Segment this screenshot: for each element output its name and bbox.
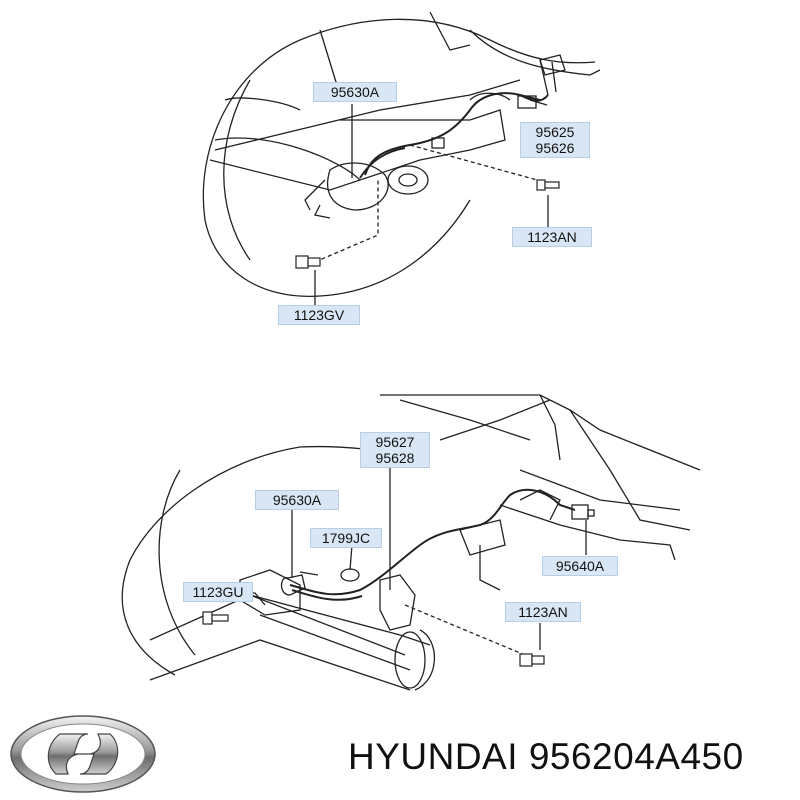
callout-text-line2: 95628 (375, 450, 415, 466)
callout-text-line2: 95626 (535, 140, 575, 156)
callout-95640a: 95640A (542, 556, 618, 576)
callout-text: 1123GV (293, 307, 345, 323)
callout-text: 1123AN (518, 604, 568, 620)
callout-1123an-top: 1123AN (512, 227, 592, 247)
callout-95627-95628: 95627 95628 (360, 432, 430, 468)
callout-1123gu: 1123GU (183, 582, 253, 602)
callout-1123an-bottom: 1123AN (505, 602, 581, 622)
callout-95630a-bottom: 95630A (255, 490, 339, 510)
callout-text: 1799JC (321, 530, 371, 546)
callout-text: 95630A (272, 492, 322, 508)
top-assembly-drawing (202, 11, 601, 306)
callout-text-line1: 95627 (375, 434, 415, 450)
callout-text: 1123AN (527, 229, 577, 245)
callout-text: 95640A (555, 558, 605, 574)
brand-part-number: HYUNDAI 956204A450 (348, 736, 744, 778)
callout-text: 95630A (330, 84, 380, 100)
callout-text: 1123GU (192, 584, 244, 600)
part-number: 956204A450 (528, 736, 744, 777)
brand-name: HYUNDAI (348, 736, 519, 777)
callout-text-line1: 95625 (535, 124, 575, 140)
callout-1123gv: 1123GV (278, 305, 360, 325)
callout-95625-95626: 95625 95626 (520, 122, 590, 158)
bolt-1123an-bottom-icon (519, 653, 545, 667)
bolt-1123an-top-icon (536, 179, 560, 191)
bolt-1123gu-icon (202, 611, 229, 625)
callout-95630a-top: 95630A (313, 82, 397, 102)
callout-1799jc: 1799JC (310, 528, 382, 548)
bolt-1123gv-icon (295, 255, 321, 269)
hyundai-logo-icon (10, 715, 156, 793)
